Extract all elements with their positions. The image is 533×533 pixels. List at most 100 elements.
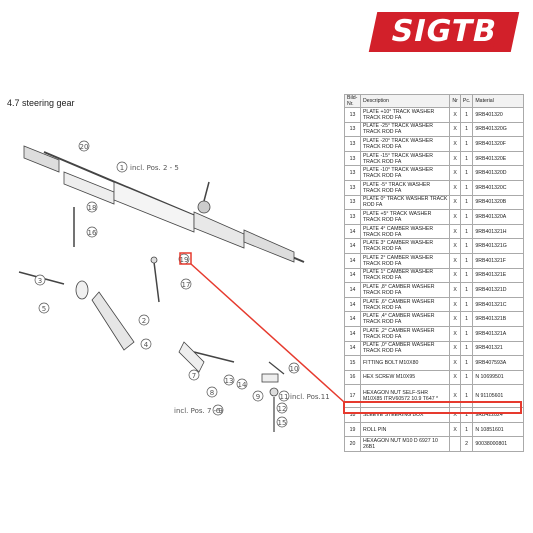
cell-pc: 1: [459, 165, 474, 181]
svg-text:11: 11: [280, 393, 289, 401]
cell-pc: 1: [459, 223, 474, 240]
cell-description: PLATE 2° CAMBER WASHER TRACK ROD FA: [359, 252, 451, 269]
cell-material: 9RB401321B: [472, 311, 524, 327]
steering-gear-diagram: 20 1 18 16 19 17 3 5 4 2 7 8 9 10 11 12 …: [18, 140, 330, 432]
cell-nr: X: [449, 325, 461, 342]
cell-pc: 1: [459, 136, 474, 152]
cell-description: PLATE ,8° CAMBER WASHER TRACK ROD FA: [359, 282, 451, 298]
cell-nr: X: [449, 355, 461, 371]
cell-no: 14: [344, 311, 361, 327]
cell-description: PLATE ,6° CAMBER WASHER TRACK ROD FA: [359, 296, 451, 313]
cell-no: 14: [344, 223, 361, 240]
svg-text:2: 2: [142, 317, 146, 325]
cell-pc: 1: [459, 340, 474, 357]
cell-nr: X: [449, 165, 461, 181]
cell-nr: X: [449, 238, 461, 254]
svg-text:16: 16: [88, 229, 97, 237]
svg-text:incl. Pos.11: incl. Pos.11: [290, 393, 330, 401]
header-description: Description: [359, 94, 451, 108]
cell-no: 15: [344, 355, 361, 371]
cell-pc: 1: [459, 194, 474, 211]
cell-material: N 10851601: [472, 421, 524, 438]
svg-text:18: 18: [88, 204, 97, 212]
svg-text:3: 3: [38, 277, 42, 285]
cell-pc: 1: [459, 296, 474, 313]
cell-material: 9RB401320E: [472, 150, 524, 167]
cell-pc: 1: [459, 369, 474, 386]
cell-pc: 1: [459, 121, 474, 138]
cell-nr: X: [449, 179, 461, 196]
svg-text:incl. Pos. 2 - 5: incl. Pos. 2 - 5: [130, 164, 179, 172]
cell-description: HEXAGON NUT SELF-SHR M10X85 ITRV60572 10…: [359, 384, 451, 409]
cell-material: 9RB401321: [472, 340, 524, 357]
cell-nr: X: [449, 194, 461, 211]
svg-text:6: 6: [216, 407, 221, 415]
cell-no: 13: [344, 121, 361, 138]
cell-pc: 1: [459, 150, 474, 167]
cell-pc: 1: [459, 325, 474, 342]
cell-material: 90038000801: [472, 436, 524, 453]
cell-nr: X: [449, 223, 461, 240]
cell-description: PLATE +5° TRACK WASHER TRACK ROD FA: [359, 209, 451, 225]
header-no: Bild-Nr.: [344, 94, 361, 108]
table-header-row: Bild-Nr. Description Nr Pc. Material: [344, 94, 524, 108]
cell-material: 9RB401321A: [472, 325, 524, 342]
cell-material: 9RB407593A: [472, 355, 524, 371]
svg-text:15: 15: [278, 419, 287, 427]
cell-no: 14: [344, 252, 361, 269]
cell-material: 9RB401320D: [472, 165, 524, 181]
cell-no: 20: [344, 436, 361, 453]
cell-pc: 1: [459, 311, 474, 327]
cell-description: PLATE ,2° CAMBER WASHER TRACK ROD FA: [359, 325, 451, 342]
cell-nr: X: [449, 267, 461, 284]
cell-pc: 1: [459, 209, 474, 225]
cell-material: 9RB401320F: [472, 136, 524, 152]
header-nr: Nr: [449, 94, 461, 108]
cell-no: 13: [344, 194, 361, 211]
steering-rack: [23, 145, 305, 263]
svg-text:17: 17: [182, 281, 191, 289]
svg-text:12: 12: [278, 405, 287, 413]
cell-nr: X: [449, 121, 461, 138]
cell-pc: 1: [459, 421, 474, 438]
cell-material: 9RB401320: [472, 107, 524, 123]
cell-no: 16: [344, 369, 361, 386]
cell-nr: X: [449, 136, 461, 152]
cell-pc: 1: [459, 282, 474, 298]
cell-description: PLATE -15° TRACK WASHER TRACK ROD FA: [359, 150, 451, 167]
cell-no: 14: [344, 238, 361, 254]
cell-no: 14: [344, 296, 361, 313]
cell-no: 14: [344, 325, 361, 342]
cell-description: PLATE 0° TRACK WASHER TRACK ROD FA: [359, 194, 451, 211]
svg-text:incl. Pos. 7 - 9: incl. Pos. 7 - 9: [174, 407, 223, 415]
cell-pc: 1: [459, 238, 474, 254]
cell-nr: [449, 436, 461, 453]
cell-no: 13: [344, 179, 361, 196]
cell-description: PLATE ,0° CAMBER WASHER TRACK ROD FA: [359, 340, 451, 357]
cell-description: PLATE +10° TRACK WASHER TRACK ROD FA: [359, 107, 451, 123]
cell-no: 14: [344, 267, 361, 284]
svg-text:5: 5: [42, 305, 46, 313]
svg-text:20: 20: [80, 143, 89, 151]
cell-description: PLATE -10° TRACK WASHER TRACK ROD FA: [359, 165, 451, 181]
cell-no: 14: [344, 340, 361, 357]
cell-material: 9RB401321H: [472, 223, 524, 240]
svg-text:9: 9: [256, 393, 260, 401]
